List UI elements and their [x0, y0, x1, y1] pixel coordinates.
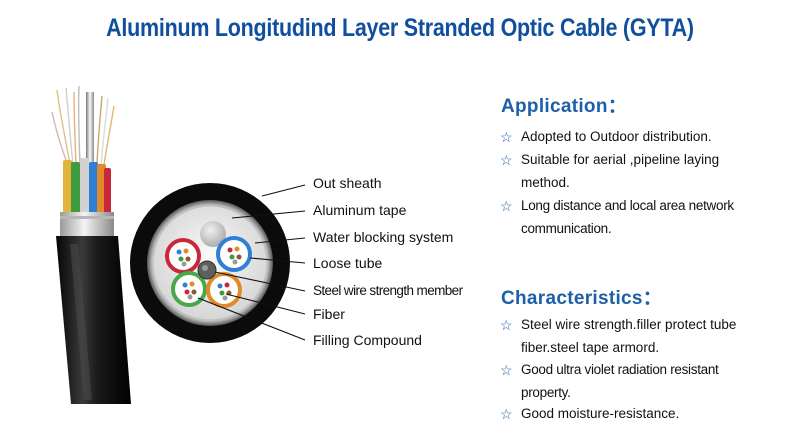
cable-cross-section [130, 183, 290, 343]
label-loose-tube: Loose tube [313, 255, 383, 271]
loose-tube-blue [216, 236, 252, 272]
leader-lines [197, 184, 306, 341]
loose-tube-orange [206, 272, 242, 308]
label-fiber: Fiber [313, 306, 345, 322]
characteristics-item: ☆ Good ultra violet radiation resistant … [500, 359, 800, 404]
outer-sheath-side [56, 236, 131, 404]
label-water-blocking-system: Water blocking system [313, 229, 454, 245]
leader-filling-compound [197, 297, 306, 341]
exposed-fibers [51, 85, 115, 166]
label-aluminum-tape: Aluminum tape [313, 202, 407, 218]
label-steel-wire-strength-member: Steel wire strength member [313, 283, 463, 298]
star-outline-icon: ☆ [500, 406, 513, 422]
leader-out-sheath [261, 184, 306, 197]
tube-side-grey [80, 158, 89, 216]
label-filling-compound: Filling Compound [313, 332, 422, 348]
leader-steel-wire [214, 271, 306, 292]
star-outline-icon: ☆ [500, 152, 513, 168]
page-title: Aluminum Longitudind Layer Stranded Opti… [106, 14, 694, 42]
star-outline-icon: ☆ [500, 129, 513, 145]
leader-fiber [225, 293, 306, 315]
tube-side-green [71, 162, 80, 220]
star-outline-icon: ☆ [500, 317, 513, 333]
leader-aluminum-tape [231, 210, 306, 219]
cable-side-view [51, 85, 131, 404]
leader-water-blocking [254, 237, 306, 244]
tube-side-blue [89, 162, 98, 220]
application-item: ☆ Suitable for aerial ,pipeline laying m… [500, 149, 800, 194]
aluminum-tape-side [60, 212, 114, 238]
characteristics-item: ☆ Good moisture-resistance. [500, 403, 800, 426]
characteristics-item: ☆ Steel wire strength.filler protect tub… [500, 314, 800, 359]
star-outline-icon: ☆ [500, 362, 513, 378]
filler-rod-top [200, 221, 226, 247]
loose-tube-red [165, 238, 201, 274]
star-outline-icon: ☆ [500, 198, 513, 214]
tube-side-orange [97, 164, 106, 220]
label-out-sheath: Out sheath [313, 175, 382, 191]
application-heading: Application： [501, 96, 628, 117]
tube-side-yellow [63, 160, 72, 218]
loose-tube-green [171, 271, 207, 307]
application-item: ☆ Adopted to Outdoor distribution. [500, 126, 800, 149]
tube-side-red [104, 168, 111, 220]
application-item: ☆ Long distance and local area network c… [500, 195, 800, 240]
characteristics-heading: Characteristics： [501, 288, 663, 309]
leader-loose-tube [249, 257, 306, 264]
